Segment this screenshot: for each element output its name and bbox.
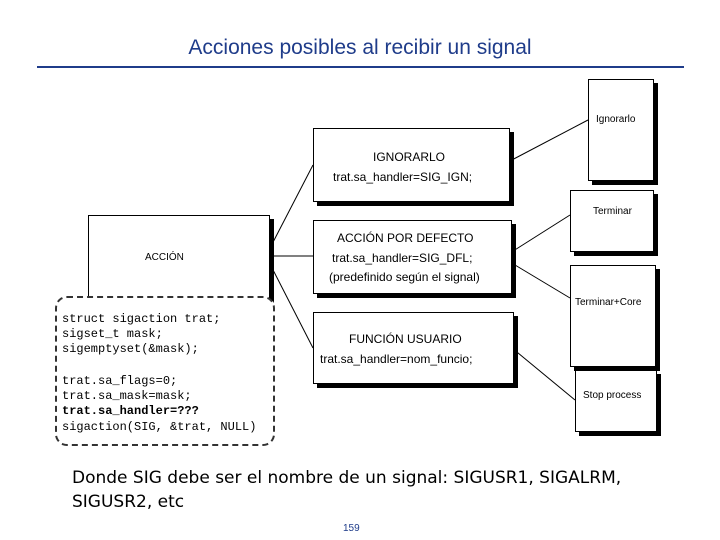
outcome-core-box — [570, 265, 656, 367]
outcome-ignorarlo-box — [588, 79, 654, 181]
outcome-terminar: Terminar — [593, 206, 632, 217]
code-line: sigset_t mask; — [62, 327, 163, 341]
outcome-terminar-core: Terminar+Core — [575, 297, 642, 308]
ignorar-title: IGNORARLO — [373, 150, 446, 164]
link-accion-usuario — [269, 263, 314, 349]
ignorar-code: trat.sa_handler=SIG_IGN; — [333, 170, 473, 184]
outcome-stop-box — [575, 370, 657, 432]
outcome-ignorarlo: Ignorarlo — [596, 114, 636, 125]
link-accion-ignorar — [269, 164, 314, 249]
usuario-code: trat.sa_handler=nom_funcio; — [320, 352, 473, 366]
outcome-stop: Stop process — [583, 390, 642, 401]
defecto-box — [313, 220, 512, 294]
accion-label: ACCIÓN — [145, 252, 184, 263]
outcome-terminar-box — [570, 190, 654, 252]
footer-note: Donde SIG debe ser el nombre de un signa… — [72, 468, 622, 512]
link-defecto-core — [509, 261, 571, 299]
usuario-title: FUNCIÓN USUARIO — [349, 332, 462, 346]
link-ignorar-ignorarlo — [507, 119, 589, 163]
code-line: trat.sa_handler=??? — [62, 404, 199, 418]
page-number: 159 — [343, 523, 360, 534]
code-line: trat.sa_flags=0; — [62, 374, 178, 388]
code-line: sigemptyset(&mask); — [62, 342, 199, 356]
ignorar-box — [313, 128, 510, 202]
title-underline — [37, 66, 684, 68]
code-box — [55, 296, 275, 446]
code-line: trat.sa_mask=mask; — [62, 389, 192, 403]
code-line: struct sigaction trat; — [62, 312, 221, 326]
slide-title: Acciones posibles al recibir un signal — [188, 36, 532, 59]
code-line: sigaction(SIG, &trat, NULL) — [62, 420, 257, 434]
defecto-note: (predefinido según el signal) — [329, 270, 480, 284]
defecto-code: trat.sa_handler=SIG_DFL; — [332, 251, 473, 265]
link-defecto-terminar — [509, 214, 571, 254]
link-usuario-stop — [511, 347, 576, 401]
defecto-title: ACCIÓN POR DEFECTO — [337, 231, 474, 245]
usuario-box — [313, 312, 514, 384]
